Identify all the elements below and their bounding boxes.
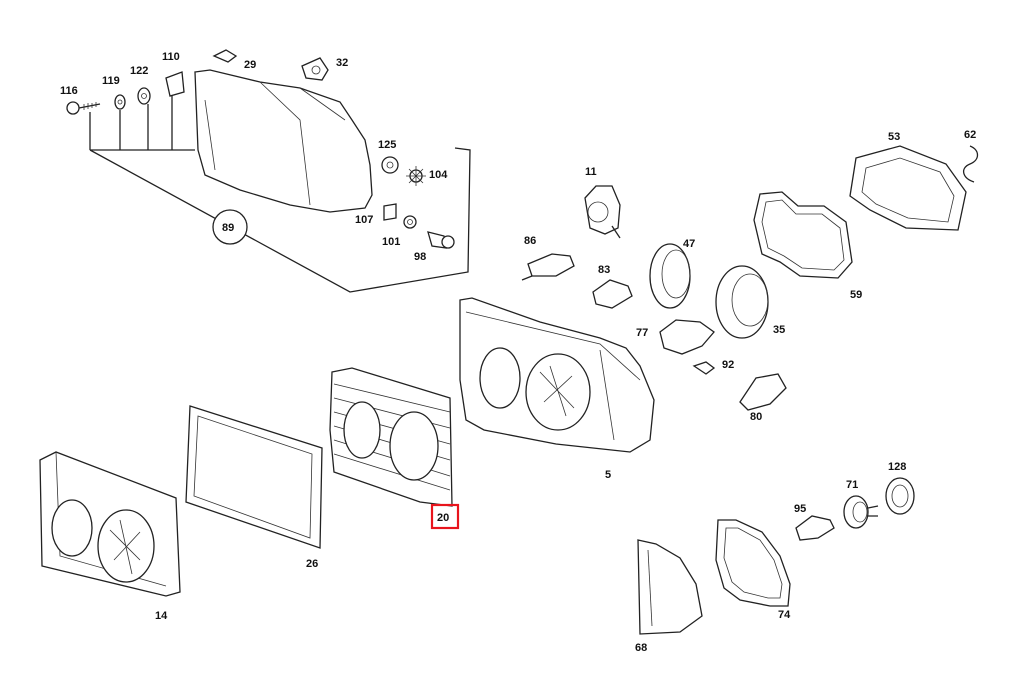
callout-86: 86 [524,235,536,247]
adjuster-125 [381,156,399,174]
callout-20: 20 [437,512,449,524]
bulb-83 [592,279,633,309]
bulb-86 [521,253,575,281]
screw-116 [66,101,101,115]
cap-32 [301,57,329,81]
lens-14 [39,451,181,597]
callout-98: 98 [414,251,426,263]
socket-35 [715,265,769,339]
callout-74: 74 [778,609,791,621]
callout-92: 92 [722,359,734,371]
callout-122: 122 [130,65,148,77]
clip-62 [963,145,979,183]
clip-110 [165,71,185,97]
headlamp-unit-5 [459,297,655,453]
gasket-74 [715,519,791,607]
callout-80: 80 [750,411,762,423]
bulb-80 [739,373,787,411]
gear-104 [406,166,426,186]
lens-68 [637,539,703,635]
callout-107: 107 [355,214,373,226]
bulb-77 [659,319,715,355]
grille-20 [329,367,453,507]
callout-83: 83 [598,264,610,276]
callout-95: 95 [794,503,806,515]
callout-119: 119 [102,75,120,87]
assembly-frame-89 [89,96,471,293]
highlighted-callout-20[interactable]: 20 [430,503,460,530]
nut-101 [403,215,417,229]
callout-26: 26 [306,558,318,570]
adjuster-screw-98 [427,231,455,249]
callout-77: 77 [636,327,648,339]
callout-32: 32 [336,57,348,69]
callout-104: 104 [429,169,448,181]
headlamp-housing [194,69,373,213]
callout-125: 125 [378,139,396,151]
bulb-95 [795,515,835,541]
callout-89: 89 [222,222,234,234]
callout-59: 59 [850,289,862,301]
clip-107 [383,203,397,221]
washer-119 [114,94,126,110]
cover-53 [849,145,967,231]
callout-14: 14 [155,610,168,622]
callout-29: 29 [244,59,256,71]
callout-35: 35 [773,324,785,336]
callout-68: 68 [635,642,647,654]
callout-62: 62 [964,129,976,141]
horn-11 [584,185,621,239]
socket-47 [649,243,691,309]
gasket-59 [753,191,853,279]
callout-116: 116 [60,85,78,97]
washer-122 [137,87,151,105]
callout-53: 53 [888,131,900,143]
callout-11: 11 [585,166,597,178]
callout-5: 5 [605,469,611,481]
callout-101: 101 [382,236,400,248]
callout-47: 47 [683,238,695,250]
callout-71: 71 [846,479,858,491]
clip-29 [212,49,238,63]
callout-128: 128 [888,461,906,473]
ring-128 [885,477,915,515]
gasket-26 [185,405,323,549]
socket-71 [843,495,879,529]
callout-110: 110 [162,51,180,63]
bulb-92 [692,361,716,375]
